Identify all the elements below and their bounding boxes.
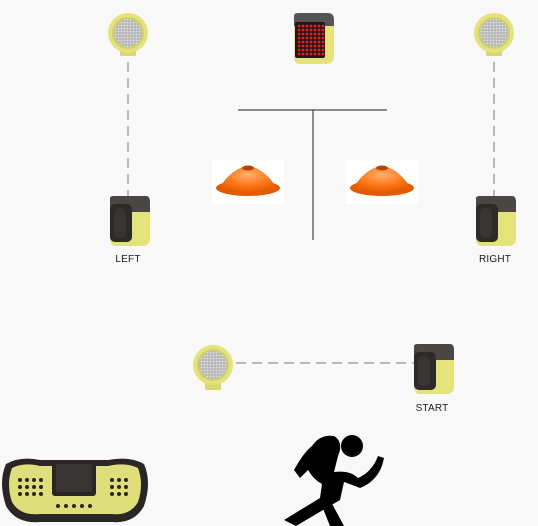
runner-icon xyxy=(284,435,384,526)
timing-gate-icon xyxy=(476,196,516,246)
left-label: LEFT xyxy=(115,254,141,265)
reflex-light-icon xyxy=(474,13,514,56)
controller-icon xyxy=(2,458,148,523)
matrix-display-icon xyxy=(294,13,334,64)
cone-icon xyxy=(346,160,418,204)
reflex-light-icon xyxy=(108,13,148,56)
timing-gate-icon xyxy=(110,196,150,246)
reflex-light-icon xyxy=(193,345,233,390)
start-label: START xyxy=(415,403,449,414)
timing-gate-icon xyxy=(414,344,454,394)
right-label: RIGHT xyxy=(478,254,512,265)
cone-icon xyxy=(212,160,284,204)
